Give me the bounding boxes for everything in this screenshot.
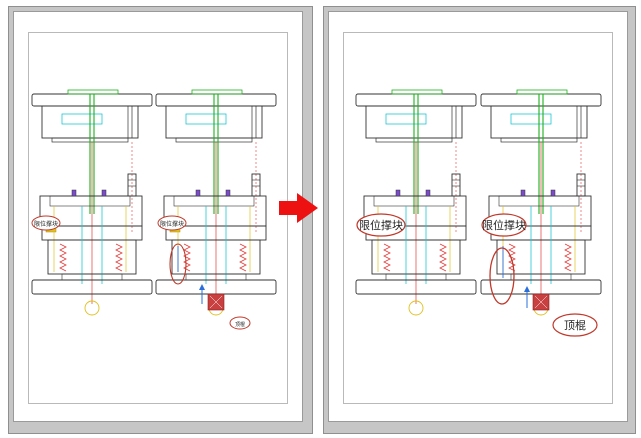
before-ejector-callout-oval — [229, 316, 251, 330]
after-ejector-callout-text: 顶棍 — [564, 318, 586, 332]
before-mold-right — [156, 90, 276, 315]
before-panel — [8, 6, 313, 434]
before-mold-left — [32, 90, 152, 315]
after-limit-callout-text-2: 限位撑块 — [482, 218, 526, 232]
after-stroke-oval — [489, 247, 515, 305]
after-limit-callout-oval — [356, 213, 406, 237]
after-mold-left — [356, 90, 476, 315]
after-sheet-border — [343, 32, 613, 404]
after-ejector-callout-oval — [552, 313, 598, 337]
before-paper — [13, 11, 303, 422]
right-arrow-icon — [279, 193, 318, 223]
before-limit-callout-text: 限位撑块 — [34, 220, 58, 228]
before-limit-callout-oval — [31, 215, 61, 231]
after-limit-callout-text: 限位撑块 — [359, 218, 403, 232]
before-limit-callout-text-2: 限位撑块 — [160, 220, 184, 228]
after-mold-right — [481, 90, 601, 315]
after-limit-callout-oval-2 — [481, 213, 527, 237]
before-sheet-border — [28, 32, 288, 404]
before-ejector-callout-text: 顶棍 — [235, 321, 245, 328]
before-stroke-oval — [169, 243, 187, 285]
before-limit-callout-oval-2 — [157, 215, 187, 231]
